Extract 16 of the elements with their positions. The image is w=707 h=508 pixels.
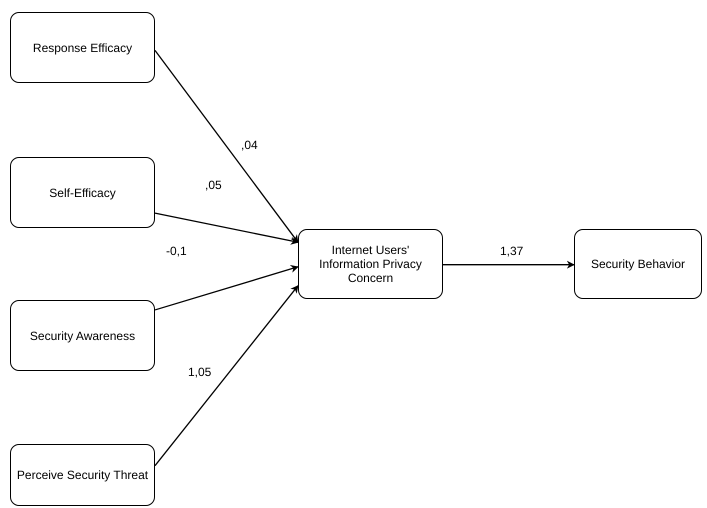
arrow bbox=[154, 50, 299, 243]
process-box: Self-Efficacy bbox=[10, 157, 155, 228]
process-box: Security Behavior bbox=[574, 229, 702, 299]
process-box: Response Efficacy bbox=[10, 12, 155, 83]
edge-label: ,04 bbox=[241, 138, 258, 152]
process-box: Perceive Security Threat bbox=[10, 444, 155, 506]
process-box: Security Awareness bbox=[10, 300, 155, 371]
edge-label: 1,05 bbox=[188, 365, 212, 379]
edge-label: ,05 bbox=[205, 178, 222, 192]
arrow bbox=[154, 212, 299, 245]
arrow bbox=[443, 260, 575, 269]
arrow bbox=[154, 265, 299, 311]
edge-label: -0,1 bbox=[166, 244, 187, 258]
edge-label: 1,37 bbox=[500, 244, 524, 258]
process-box: Internet Users' Information Privacy Concern bbox=[298, 229, 443, 299]
arrow bbox=[154, 285, 298, 466]
